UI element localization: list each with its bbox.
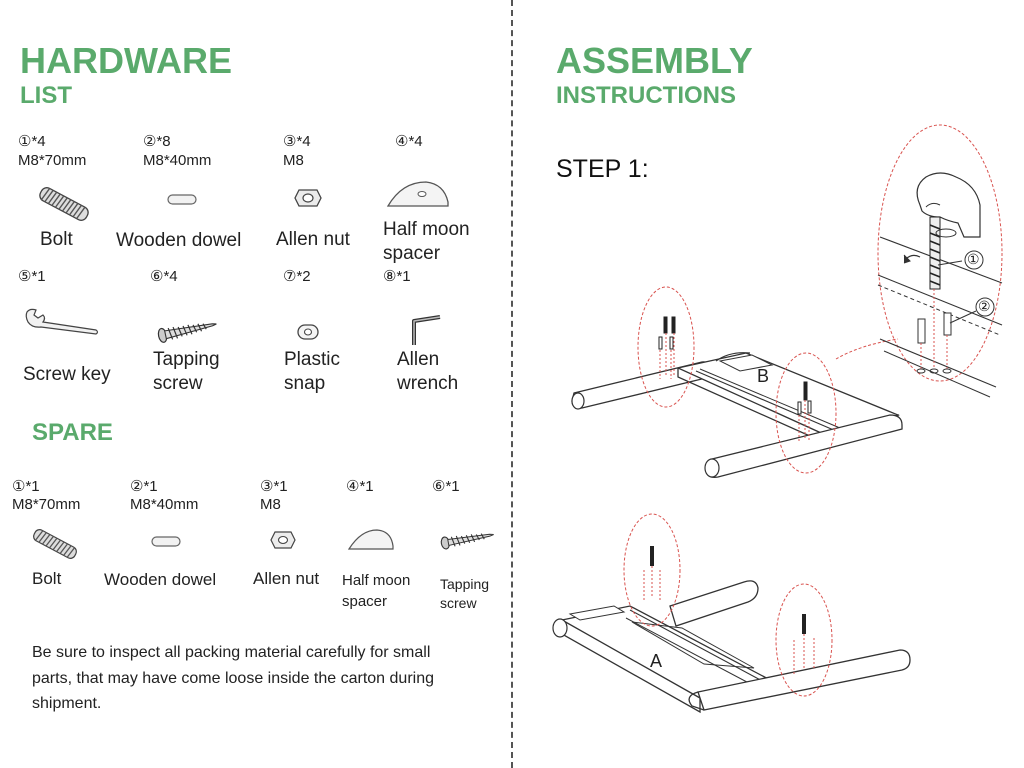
assembly-title: ASSEMBLY (556, 40, 753, 81)
tapping-screw-icon (157, 323, 217, 343)
plastic-snap-qty: ⑦*2 (283, 268, 311, 285)
spare-nut-name: Allen nut (253, 569, 320, 588)
spare-spacer-icon (347, 529, 394, 550)
screw-key-name: Screw key (23, 364, 111, 385)
half-moon-spacer-icon (386, 181, 449, 207)
center-divider (511, 0, 513, 768)
nut-name: Allen nut (276, 229, 350, 250)
allen-wrench-icon (412, 315, 441, 345)
spare-bolt-size: M8*70mm (12, 496, 81, 513)
screw-key-qty: ⑤*1 (18, 268, 46, 285)
callout-dowel: ② (978, 298, 991, 314)
spare-dowel-icon (151, 536, 181, 547)
spare-tapping-screw-qty: ⑥*1 (432, 478, 460, 495)
nut-icon (294, 189, 322, 207)
nut-qty: ③*4 (283, 133, 311, 150)
tapping-screw-name-2: screw (153, 373, 203, 394)
part-a-label: A (650, 651, 663, 671)
callout-bolt: ① (967, 251, 980, 267)
dowel-size: M8*40mm (143, 152, 212, 169)
spacer-qty: ④*4 (395, 133, 423, 150)
spare-spacer-name-1: Half moon (342, 572, 411, 589)
allen-wrench-qty: ⑧*1 (383, 268, 411, 285)
hardware-subtitle: LIST (20, 82, 72, 109)
spare-tapping-screw-icon (440, 533, 494, 550)
bolt-name: Bolt (40, 229, 73, 250)
bolt-icon (39, 187, 89, 221)
spare-nut-qty: ③*1 (260, 478, 288, 495)
spare-nut-size: M8 (260, 496, 281, 513)
spare-title: SPARE (32, 419, 113, 446)
step-label: STEP 1: (556, 155, 649, 183)
spacer-name-1: Half moon (383, 219, 470, 240)
spare-bolt-name: Bolt (32, 569, 62, 588)
hardware-title: HARDWARE (20, 40, 232, 81)
plastic-snap-name-1: Plastic (284, 349, 340, 370)
plastic-snap-name-2: snap (284, 373, 326, 394)
bolt-qty: ①*4 (18, 133, 46, 150)
bolt-size: M8*70mm (18, 152, 87, 169)
packing-note: Be sure to inspect all packing material … (32, 644, 434, 712)
spare-nut-icon (270, 531, 296, 549)
frame-a-diagram (552, 513, 911, 714)
spare-spacer-name-2: spacer (342, 593, 388, 610)
dowel-name: Wooden dowel (116, 230, 242, 251)
nut-size: M8 (283, 152, 304, 169)
allen-wrench-name-2: wrench (397, 373, 459, 394)
allen-wrench-name-1: Allen (397, 349, 440, 370)
spare-spacer-qty: ④*1 (346, 478, 374, 495)
spare-tapping-screw-name-2: screw (440, 595, 477, 611)
spare-dowel-name: Wooden dowel (104, 570, 217, 589)
assembly-subtitle: INSTRUCTIONS (556, 82, 736, 109)
tapping-screw-qty: ⑥*4 (150, 268, 178, 285)
spacer-name-2: spacer (383, 243, 441, 264)
dowel-qty: ②*8 (143, 133, 171, 150)
plastic-snap-icon (297, 324, 319, 340)
spare-tapping-screw-name-1: Tapping (440, 576, 490, 592)
part-b-label: B (757, 366, 770, 386)
frame-b-diagram (571, 124, 1003, 478)
dowel-icon (167, 194, 197, 205)
tapping-screw-name-1: Tapping (153, 349, 220, 370)
spare-dowel-qty: ②*1 (130, 478, 158, 495)
spare-bolt-icon (33, 529, 77, 559)
spare-dowel-size: M8*40mm (130, 496, 199, 513)
spare-bolt-qty: ①*1 (12, 478, 40, 495)
screw-key-icon (25, 308, 99, 335)
